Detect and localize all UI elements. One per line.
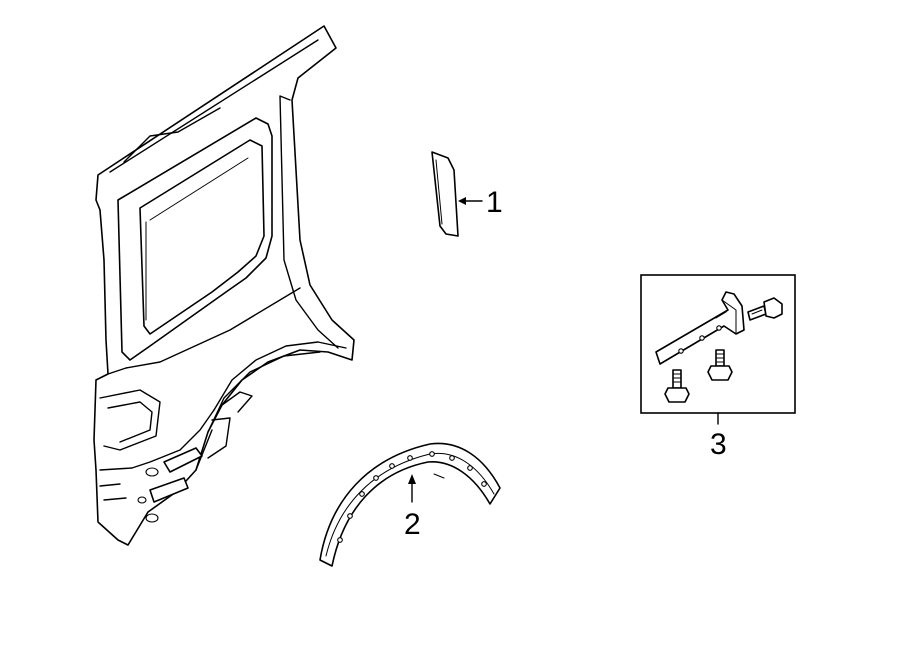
wheel-arch-molding	[319, 442, 501, 567]
callout-label-1: 1	[486, 186, 503, 219]
support-bracket	[655, 291, 745, 365]
callout-2: 2	[404, 474, 421, 541]
quarter-panel	[93, 25, 355, 546]
bolt-left	[664, 369, 690, 403]
callout-label-3: 3	[710, 428, 727, 461]
callout-1: 1	[458, 186, 503, 219]
bolt-right	[747, 297, 783, 321]
callout-label-2: 2	[404, 508, 421, 541]
pillar-molding	[431, 151, 459, 237]
callout-3: 3	[710, 412, 727, 461]
bolt-center	[707, 349, 733, 381]
bracket-kit-frame	[640, 274, 796, 414]
